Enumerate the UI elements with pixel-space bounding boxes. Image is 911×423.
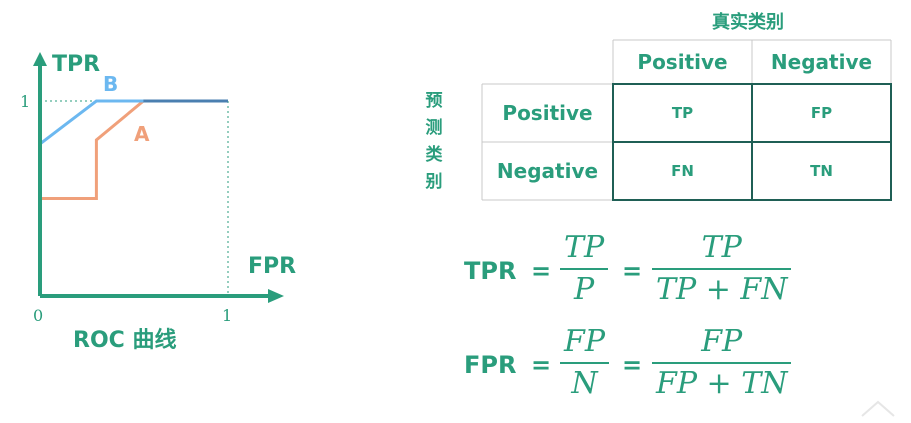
predicted-class-title: 预 测 类 别 <box>423 88 445 196</box>
x-axis-arrow <box>268 289 284 303</box>
fpr-fraction-2: FP FP + TN <box>652 322 792 404</box>
origin-tick-label: 0 <box>33 306 44 325</box>
actual-class-title: 真实类别 <box>712 12 784 33</box>
curve-b-label: B <box>103 72 119 96</box>
fraction-bar <box>652 362 792 364</box>
y-tick-1-label: 1 <box>20 92 31 111</box>
tpr-fraction-1: TP P <box>560 228 609 310</box>
cell-fn: FN <box>671 162 694 180</box>
fpr-num-2: FP <box>701 324 743 359</box>
tpr-num-1: TP <box>564 230 605 265</box>
tpr-equals-2: = <box>622 257 643 285</box>
predicted-char: 别 <box>425 172 443 192</box>
predicted-char: 类 <box>425 145 443 165</box>
roc-chart <box>33 52 284 303</box>
col-header-negative: Negative <box>770 50 873 74</box>
fpr-equals-1: = <box>531 351 552 379</box>
row-header-positive: Positive <box>502 101 593 125</box>
fpr-den-2: FP + TN <box>656 366 788 401</box>
tpr-fraction-2: TP TP + FN <box>652 228 792 310</box>
fpr-fraction-1: FP N <box>560 322 610 404</box>
col-header-positive: Positive <box>637 50 728 74</box>
predicted-char: 测 <box>425 118 443 138</box>
tpr-formula-label: TPR <box>464 257 517 285</box>
fraction-bar <box>560 362 610 364</box>
roc-caption: ROC 曲线 <box>73 328 177 353</box>
tpr-den-1: P <box>574 272 595 307</box>
cell-tn: TN <box>810 162 833 180</box>
watermark-icon <box>861 400 895 417</box>
fpr-equals-2: = <box>622 351 643 379</box>
fpr-num-1: FP <box>564 324 606 359</box>
fraction-bar <box>652 268 792 270</box>
x-axis-label: FPR <box>248 254 297 279</box>
fpr-formula-label: FPR <box>464 351 517 379</box>
cell-fp: FP <box>810 104 833 122</box>
tpr-num-2: TP <box>701 230 742 265</box>
y-axis-label: TPR <box>52 52 101 77</box>
predicted-char: 预 <box>425 91 443 111</box>
cell-tp: TP <box>671 104 694 122</box>
tpr-equals-1: = <box>531 257 552 285</box>
row-header-negative: Negative <box>496 159 599 183</box>
x-tick-1-label: 1 <box>222 306 233 325</box>
fpr-den-1: N <box>571 366 598 401</box>
y-axis-arrow <box>33 52 47 66</box>
fraction-bar <box>560 268 609 270</box>
curve-a-label: A <box>134 122 150 146</box>
tpr-den-2: TP + FN <box>656 272 788 307</box>
